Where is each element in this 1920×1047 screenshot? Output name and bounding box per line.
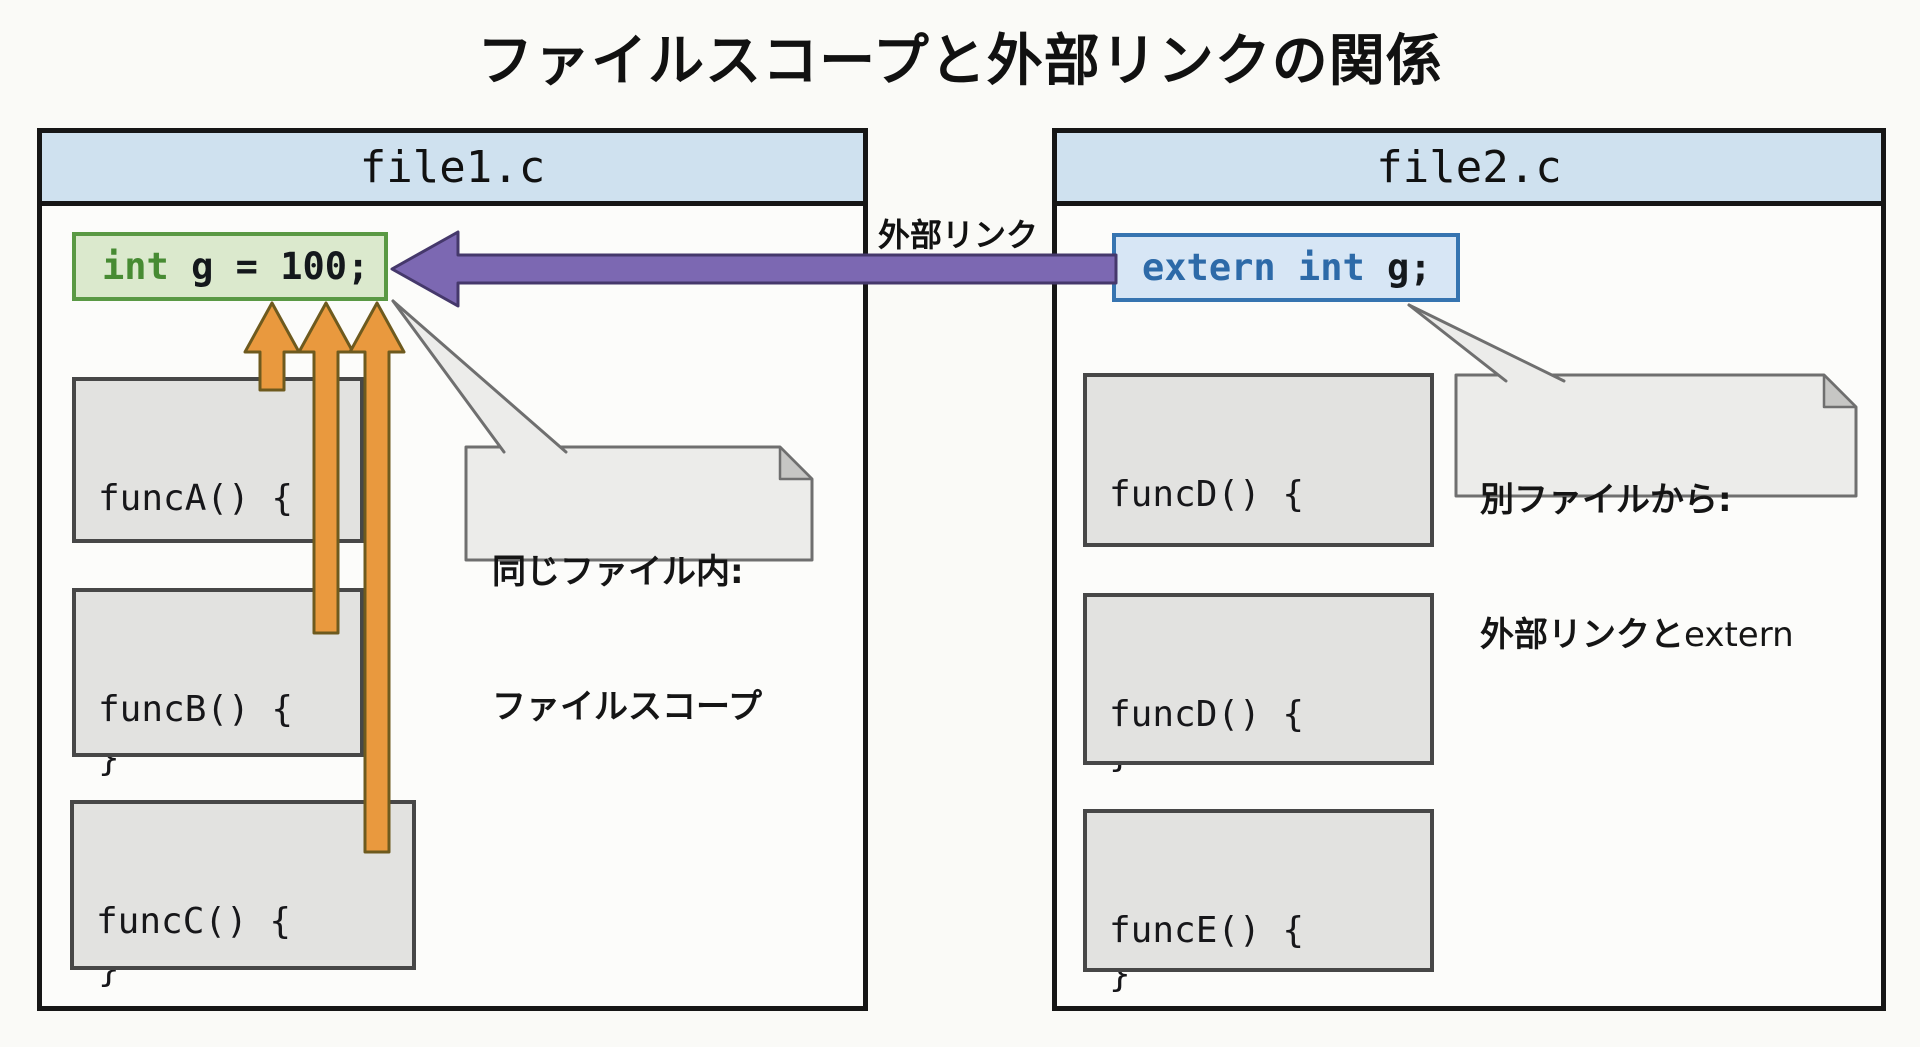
func-box-funcD-1: funcD() { ... }: [1083, 373, 1434, 775]
callout-line-code: extern: [1684, 615, 1794, 655]
callout-line: ファイルスコープ: [492, 687, 762, 727]
func-body: ...: [96, 1028, 412, 1047]
page-title: ファイルスコープと外部リンクの関係: [477, 29, 1443, 94]
external-link-label: 外部リンク: [878, 216, 1039, 254]
func-signature: funcD() {: [1109, 474, 1305, 515]
extern-callout-text: 別ファイルから: 外部リンクとextern: [1480, 388, 1794, 748]
callout-line-jp: 外部リンクと: [1480, 615, 1684, 655]
func-signature: funcC() {: [96, 901, 292, 942]
file1-header: file1.c: [42, 133, 863, 206]
func-box-funcE: funcE() { ... }: [1083, 809, 1434, 1047]
func-signature: funcD() {: [1109, 694, 1305, 735]
file2-panel: file2.c: [1052, 128, 1886, 1011]
callout-line: 別ファイルから:: [1480, 480, 1732, 520]
func-body: ...: [1109, 1037, 1430, 1047]
func-box-funcC: funcC() { ... }: [70, 800, 416, 1047]
callout-line: 同じファイル内:: [492, 552, 744, 592]
func-signature: funcA() {: [98, 478, 294, 519]
file2-header: file2.c: [1057, 133, 1881, 206]
extern-declaration: extern int g;: [1112, 233, 1460, 302]
func-box-funcA: funcA() { ... }: [72, 377, 364, 779]
declaration-rest: g;: [1364, 246, 1432, 289]
callout-line: 外部リンクとextern: [1480, 613, 1794, 658]
func-box-funcB: funcB() { ... }: [72, 588, 364, 990]
keyword-extern-int: extern int: [1142, 246, 1365, 289]
func-box-funcD-2: funcD() { ... }: [1083, 593, 1434, 995]
func-signature: funcE() {: [1109, 910, 1305, 951]
declaration-rest: g = 100;: [168, 245, 370, 288]
global-variable-declaration: int g = 100;: [72, 232, 388, 301]
func-signature: funcB() {: [98, 689, 294, 730]
file-scope-callout-text: 同じファイル内: ファイルスコープ: [492, 460, 762, 820]
keyword-int: int: [102, 245, 169, 288]
